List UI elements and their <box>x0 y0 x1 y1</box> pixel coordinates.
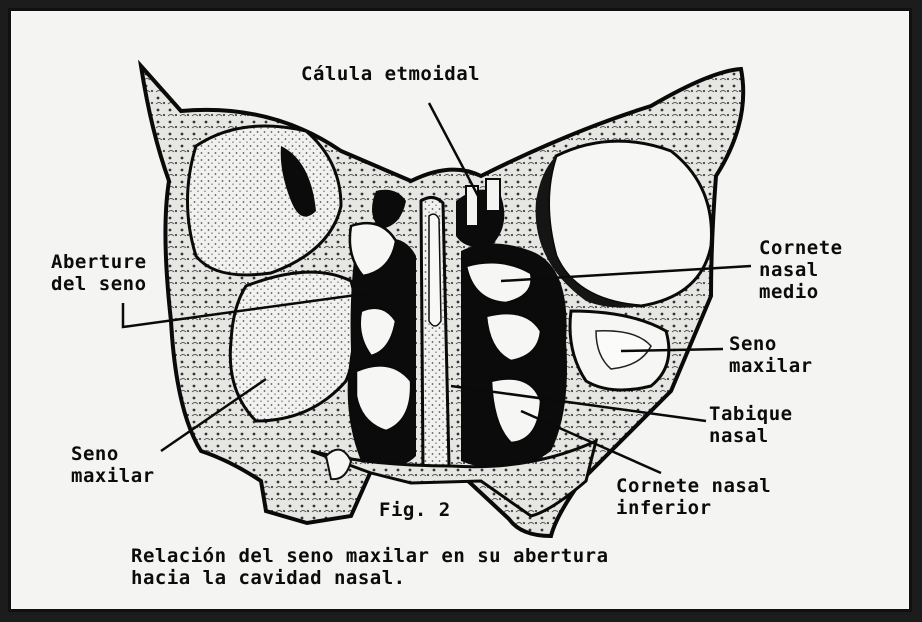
label-cornete-nasal-medio: Cornete nasal medio <box>759 237 843 303</box>
label-seno-maxilar-left-line2: maxilar <box>71 465 155 487</box>
label-cornete-medio-line2: nasal <box>759 259 843 281</box>
label-seno-maxilar-left-line1: Seno <box>71 443 155 465</box>
figure-number: Fig. 2 <box>379 499 451 521</box>
nasal-septum <box>421 197 449 472</box>
label-seno-maxilar-right-line2: maxilar <box>729 355 813 377</box>
label-celula-etmoidal: Cálula etmoidal <box>301 63 480 85</box>
caption-line2: hacia la cavidad nasal. <box>131 567 609 589</box>
label-cornete-medio-line1: Cornete <box>759 237 843 259</box>
label-celula-etmoidal-text: Cálula etmoidal <box>301 63 480 85</box>
label-cornete-inferior-line2: inferior <box>616 497 771 519</box>
figure-caption: Relación del seno maxilar en su abertura… <box>131 545 609 589</box>
label-cornete-inferior-line1: Cornete nasal <box>616 475 771 497</box>
label-abertura-line1: Aberture <box>51 251 147 273</box>
caption-line1: Relación del seno maxilar en su abertura <box>131 545 609 567</box>
label-cornete-nasal-inferior: Cornete nasal inferior <box>616 475 771 519</box>
label-tabique-nasal: Tabique nasal <box>709 403 793 447</box>
label-seno-maxilar-right-line1: Seno <box>729 333 813 355</box>
anatomical-illustration <box>11 11 909 609</box>
label-abertura-del-seno: Aberture del seno <box>51 251 147 295</box>
label-seno-maxilar-left: Seno maxilar <box>71 443 155 487</box>
label-seno-maxilar-right: Seno maxilar <box>729 333 813 377</box>
label-tabique-line1: Tabique <box>709 403 793 425</box>
label-tabique-line2: nasal <box>709 425 793 447</box>
label-cornete-medio-line3: medio <box>759 281 843 303</box>
label-abertura-line2: del seno <box>51 273 147 295</box>
figure-page: Cálula etmoidal Aberture del seno Cornet… <box>8 8 912 612</box>
figure-number-text: Fig. 2 <box>379 499 451 521</box>
